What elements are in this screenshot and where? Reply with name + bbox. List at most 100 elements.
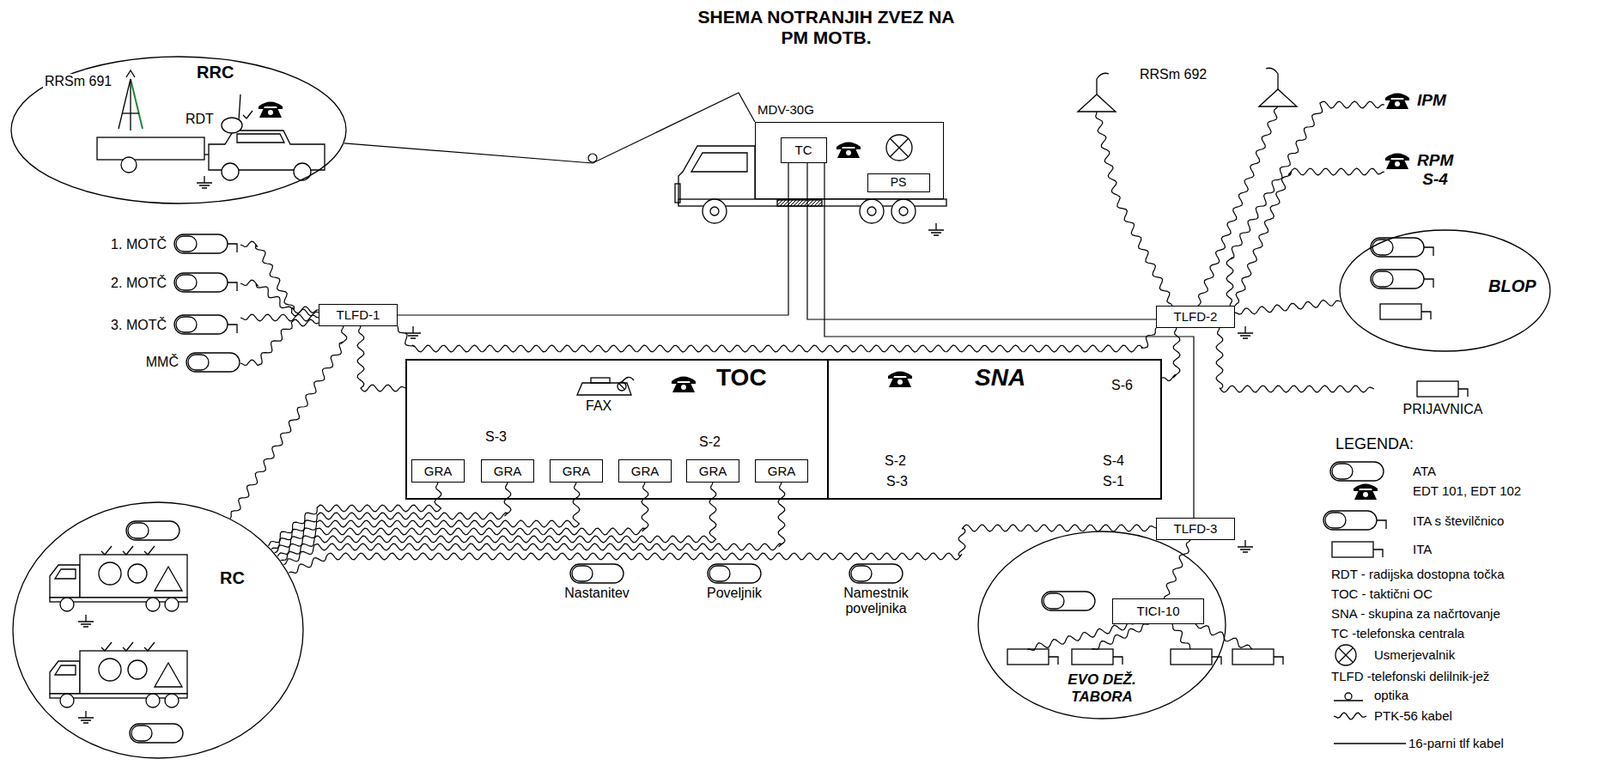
node-label: BLOP — [1486, 276, 1539, 297]
fax-icon — [577, 377, 634, 396]
ptk56-cable — [1161, 328, 1181, 382]
label: S-4 — [1101, 453, 1126, 469]
node-label: MMČ — [144, 354, 181, 371]
node-label: GRA — [766, 463, 798, 479]
node-label: IPM — [1415, 91, 1448, 110]
box: PS — [867, 173, 931, 193]
node-label: 3. MOTČ — [109, 317, 169, 334]
ptk56-cable — [240, 279, 319, 317]
legend-text: Usmerjevalnik — [1374, 647, 1455, 664]
terminal: 3. MOTČ — [60, 314, 241, 337]
node-label: TOC — [714, 364, 769, 392]
box: TLFD-1 — [318, 304, 398, 327]
terminal: 1. MOTČ — [60, 233, 241, 256]
ptk56-cable — [240, 319, 319, 366]
node-label: TICI-10 — [1134, 603, 1181, 619]
box: GRA — [754, 459, 809, 483]
node-label: EVO DEŽ. TABORA — [1050, 671, 1154, 706]
legend-text: TOC - taktični OC — [1331, 586, 1433, 603]
node-label: PS — [888, 175, 909, 189]
legend-text: TC -telefonska centrala — [1331, 626, 1465, 642]
legend-symbol — [1333, 687, 1369, 704]
phone-icon — [836, 142, 861, 159]
ellipse-group: EVO DEŽ. TABORA TICI-10 — [977, 530, 1227, 720]
pair-cable — [807, 163, 1156, 321]
label: S-2 — [697, 434, 723, 451]
box: TLFD-2 — [1155, 305, 1235, 329]
terminal-icon — [173, 314, 241, 337]
terminal-icon — [1384, 151, 1411, 171]
box: GRA — [411, 459, 465, 483]
node-label: GRA — [422, 463, 455, 479]
legend-symbol — [1329, 461, 1385, 482]
node-label: Namestnik poveljnika — [827, 585, 925, 618]
terminal: MMČ — [60, 352, 241, 373]
terminal-icon — [129, 723, 183, 743]
terminal-icon — [1007, 649, 1059, 665]
legend-text: optika — [1374, 687, 1409, 704]
terminal-icon — [126, 521, 180, 541]
terminal-icon — [185, 352, 241, 373]
terminal-icon — [1416, 377, 1470, 401]
legend-text: ATA — [1412, 463, 1436, 480]
router-symbol — [886, 134, 913, 161]
pair-cable — [397, 163, 789, 317]
box: GRA — [618, 459, 672, 483]
legend-symbol — [1322, 510, 1390, 533]
legend-text: 16-parni tlf kabel — [1408, 736, 1504, 752]
node-label: PRIJAVNICA — [1400, 401, 1485, 418]
terminal-icon — [848, 563, 904, 585]
ptk56-cable — [1234, 299, 1341, 315]
node-label: 1. MOTČ — [109, 237, 169, 253]
terminal: PRIJAVNICA — [1374, 377, 1512, 418]
box: GRA — [549, 459, 603, 483]
phone-icon — [258, 102, 283, 119]
box: MDV-30GTCPS — [754, 121, 944, 200]
node-label: TC — [793, 142, 815, 158]
terminal-icon — [1384, 91, 1411, 110]
terminal: Namestnik poveljnika — [820, 563, 932, 618]
legend-text: RDT - radijska dostopna točka — [1331, 566, 1504, 583]
legend-text: SNA - skupina za načrtovanje — [1331, 606, 1501, 622]
box: GRA — [686, 459, 740, 483]
node-label: RC — [218, 568, 247, 589]
rc-truck — [49, 546, 188, 612]
legend-text: PTK-56 kabel — [1374, 708, 1453, 724]
node-label: Nastanitev — [562, 585, 632, 602]
legend-symbol — [1331, 538, 1385, 561]
node-label: SNA — [973, 364, 1028, 392]
ptk56-cable — [1234, 168, 1385, 306]
ptk56-cable — [1163, 540, 1191, 599]
label: RRSm 691 — [42, 73, 114, 90]
label: S-3 — [483, 429, 509, 445]
label: LEGENDA: — [1333, 436, 1416, 452]
terminal-icon — [706, 563, 762, 585]
optic-cable — [344, 92, 755, 164]
label: S-2 — [882, 453, 908, 469]
node-label: Poveljnik — [705, 585, 764, 602]
terminal-icon — [569, 563, 625, 585]
node-label: TLFD-3 — [1172, 521, 1220, 536]
ellipse-group: RC — [12, 501, 305, 760]
rrsm-691-mast — [118, 70, 143, 131]
node-label: TLFD-1 — [334, 307, 383, 323]
box: TLFD-3 — [1155, 517, 1235, 541]
ptk56-cable — [357, 326, 406, 392]
label: FAX — [584, 398, 614, 414]
terminal-icon — [1041, 591, 1096, 611]
legend-symbol — [1333, 709, 1369, 724]
cable-deco — [1027, 106, 1278, 651]
label: RRSm 692 — [1137, 66, 1209, 83]
legend-symbol — [1333, 740, 1406, 748]
node-label: GRA — [629, 463, 662, 479]
terminal-icon — [173, 233, 241, 256]
phone-icon — [671, 377, 696, 394]
legend-text: TLFD -telefonski delilnik-jež — [1331, 669, 1490, 685]
box: TOCGRAGRAGRAGRAGRAGRA — [405, 358, 829, 500]
node-label: RPM S-4 — [1415, 151, 1455, 189]
terminal: RPM S-4 — [1384, 151, 1455, 189]
legend-text: EDT 101, EDT 102 — [1412, 483, 1521, 499]
terminal-icon — [1170, 649, 1222, 665]
ellipse-group: BLOP — [1338, 229, 1552, 353]
terminal-icon — [1370, 269, 1434, 289]
